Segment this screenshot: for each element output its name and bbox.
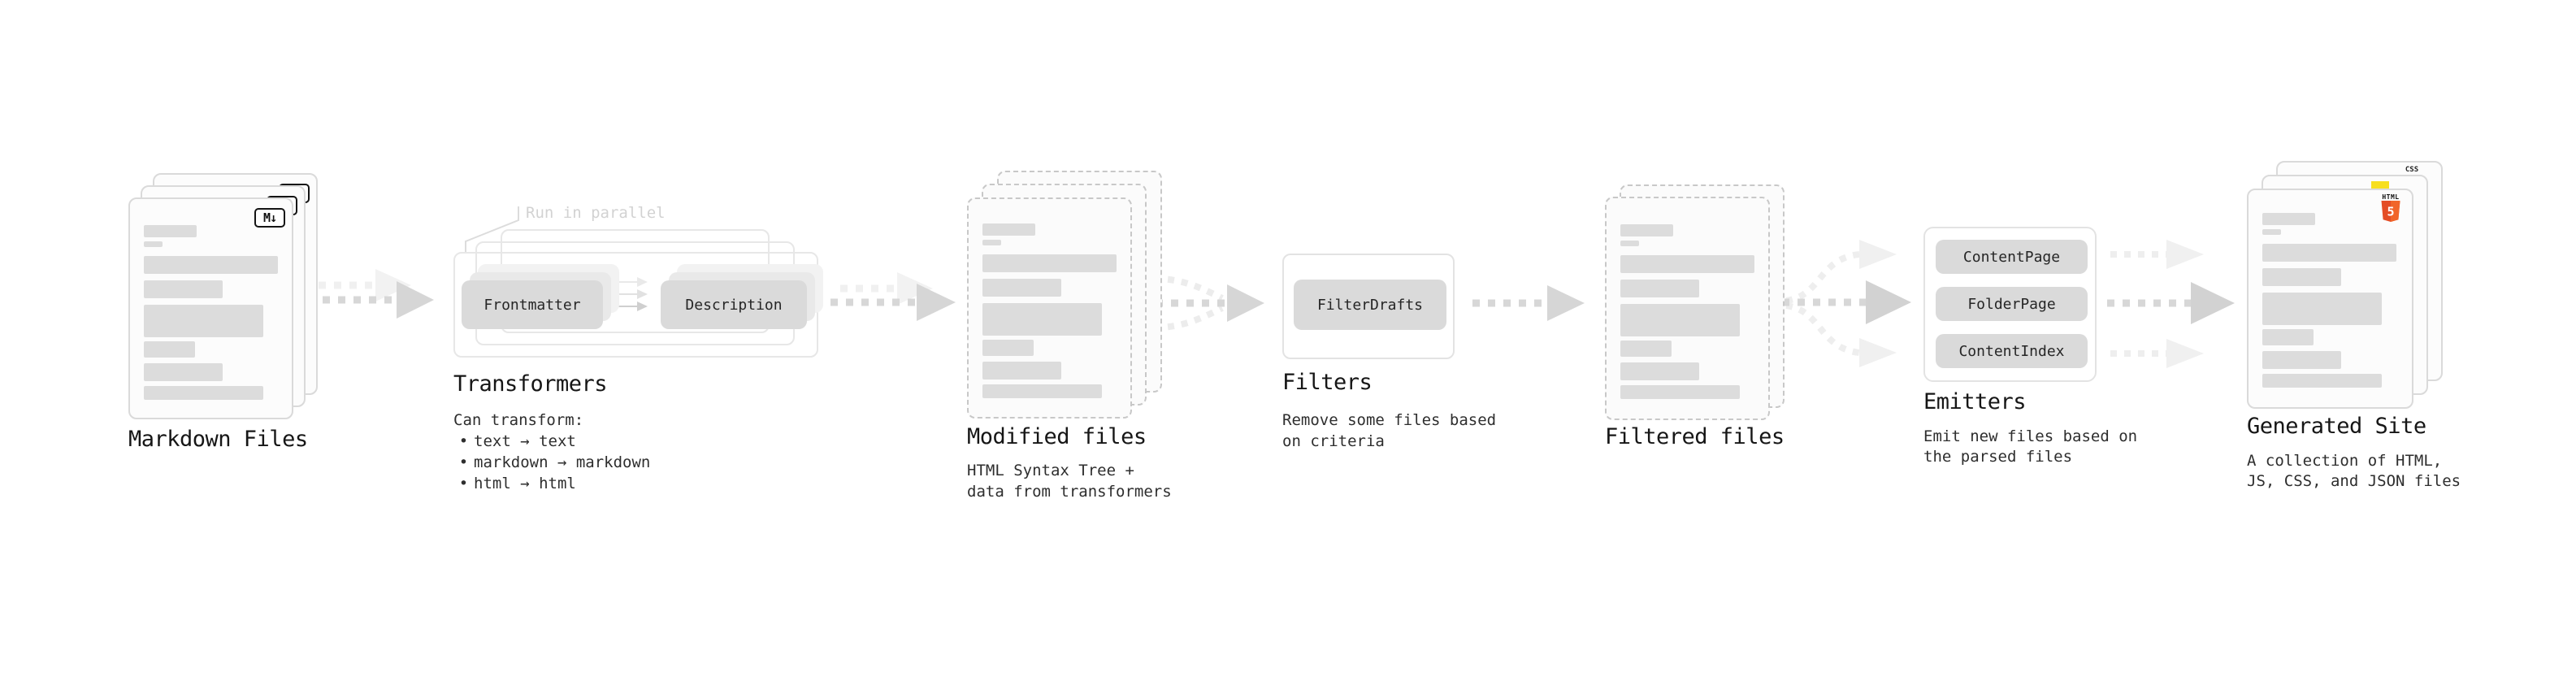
generated-site-stack: CSS HTML 5 xyxy=(2247,161,2446,413)
skeleton-bar xyxy=(1620,304,1740,336)
bullet-text: text → text xyxy=(474,432,576,450)
generated-site-label: Generated Site xyxy=(2247,414,2426,439)
bullet-item: • html → html xyxy=(453,473,650,494)
skeleton-bar xyxy=(982,362,1061,380)
skeleton-bar xyxy=(982,279,1061,297)
bullet-dot: • xyxy=(458,475,469,492)
skeleton-bar xyxy=(2262,329,2314,345)
skeleton-bar xyxy=(2262,374,2382,388)
emitter-chip-folderpage: FolderPage xyxy=(1936,287,2088,321)
file-card: M↓ xyxy=(128,197,293,419)
description-line: Remove some files based xyxy=(1282,411,1497,429)
filters-box: FilterDrafts xyxy=(1282,254,1455,359)
file-skeleton xyxy=(144,225,278,400)
file-skeleton xyxy=(2262,213,2396,388)
transformers-description: Can transform: xyxy=(453,411,584,429)
emitters-box: ContentPage FolderPage ContentIndex xyxy=(1923,227,2097,382)
transformers-group: Frontmatter Description xyxy=(453,229,823,358)
arrow-filters-to-filtered xyxy=(1472,285,1585,321)
modified-files-label: Modified files xyxy=(967,424,1147,449)
bullet-item: • markdown → markdown xyxy=(453,452,651,473)
skeleton-bar xyxy=(144,241,163,247)
emitter-chip-contentindex: ContentIndex xyxy=(1936,334,2088,368)
skeleton-bar xyxy=(144,305,263,337)
bullet-item: • text → text xyxy=(453,431,650,452)
skeleton-bar xyxy=(2262,229,2281,235)
skeleton-bar xyxy=(982,240,1001,245)
skeleton-bar xyxy=(1620,362,1699,380)
skeleton-bar xyxy=(2262,213,2315,225)
description-line: data from transformers xyxy=(967,483,1172,501)
html5-icon: HTML 5 xyxy=(2380,193,2401,223)
emitters-label: Emitters xyxy=(1923,389,2027,414)
arrow-transformers-to-modified xyxy=(830,272,956,321)
skeleton-bar xyxy=(1620,385,1740,399)
description-line: HTML Syntax Tree + xyxy=(967,462,1134,479)
arrow-filtered-to-emitters xyxy=(1782,240,1911,367)
css-icon-text: CSS xyxy=(2405,166,2419,174)
bullet-dot: • xyxy=(458,432,469,450)
skeleton-bar xyxy=(2262,293,2382,325)
file-card-dashed xyxy=(967,197,1132,419)
description-line: Emit new files based on xyxy=(1923,427,2138,445)
transformer-chip-description: Description xyxy=(661,280,807,329)
html5-icon-text: HTML xyxy=(2382,193,2400,201)
skeleton-bar xyxy=(982,340,1034,356)
modified-files-description: HTML Syntax Tree + data from transformer… xyxy=(967,460,1172,502)
filtered-files-label: Filtered files xyxy=(1605,424,1785,449)
filter-chip-filterdrafts: FilterDrafts xyxy=(1294,280,1446,330)
skeleton-bar xyxy=(144,363,223,381)
skeleton-bar xyxy=(144,341,195,358)
modified-files-stack xyxy=(967,171,1166,423)
skeleton-bar xyxy=(1620,340,1672,357)
bullet-text: markdown → markdown xyxy=(474,453,651,471)
description-line: JS, CSS, and JSON files xyxy=(2247,472,2461,490)
skeleton-bar xyxy=(144,225,197,237)
emitter-chip-contentpage: ContentPage xyxy=(1936,240,2088,274)
skeleton-bar xyxy=(1620,280,1699,297)
transformers-bullet-list: • text → text • markdown → markdown • html … xyxy=(453,431,651,494)
arrow-emitters-to-generated xyxy=(2107,240,2235,368)
skeleton-bar xyxy=(144,280,223,298)
filtered-files-stack xyxy=(1605,184,1800,428)
markdown-files-label: Markdown Files xyxy=(128,427,308,452)
filters-label: Filters xyxy=(1282,370,1373,395)
skeleton-bar xyxy=(1620,255,1754,273)
skeleton-bar xyxy=(2262,244,2396,262)
transformer-chip-frontmatter: Frontmatter xyxy=(462,280,603,329)
skeleton-bar xyxy=(1620,241,1639,246)
skeleton-bar xyxy=(1620,224,1673,236)
bullet-dot: • xyxy=(458,453,469,471)
svg-text:5: 5 xyxy=(2387,205,2394,219)
description-line: the parsed files xyxy=(1923,448,2073,466)
filters-description: Remove some files based on criteria xyxy=(1282,410,1496,452)
skeleton-bar xyxy=(982,223,1035,236)
file-card-html: HTML 5 xyxy=(2247,189,2413,409)
skeleton-bar xyxy=(982,303,1102,336)
skeleton-bar xyxy=(144,256,278,274)
emitters-description: Emit new files based on the parsed files xyxy=(1923,427,2137,467)
file-skeleton xyxy=(982,223,1117,398)
bullet-text: html → html xyxy=(474,475,576,492)
skeleton-bar xyxy=(982,384,1102,398)
run-in-parallel-annotation: Run in parallel xyxy=(526,204,666,222)
markdown-files-stack: M↓ M↓ M↓ xyxy=(128,173,323,425)
html5-shield: 5 xyxy=(2381,201,2400,222)
js-icon xyxy=(2371,181,2389,190)
generated-site-description: A collection of HTML, JS, CSS, and JSON … xyxy=(2247,451,2461,492)
skeleton-bar xyxy=(2262,268,2341,286)
skeleton-bar xyxy=(144,386,263,400)
description-line: on criteria xyxy=(1282,432,1385,450)
skeleton-bar xyxy=(2262,351,2341,369)
description-line: A collection of HTML, xyxy=(2247,452,2443,470)
file-card-dashed xyxy=(1605,197,1770,420)
file-skeleton xyxy=(1620,224,1754,399)
arrow-markdown-to-transformers xyxy=(307,269,434,319)
transformers-label: Transformers xyxy=(453,371,608,397)
markdown-icon: M↓ xyxy=(254,208,285,228)
skeleton-bar xyxy=(982,254,1117,272)
